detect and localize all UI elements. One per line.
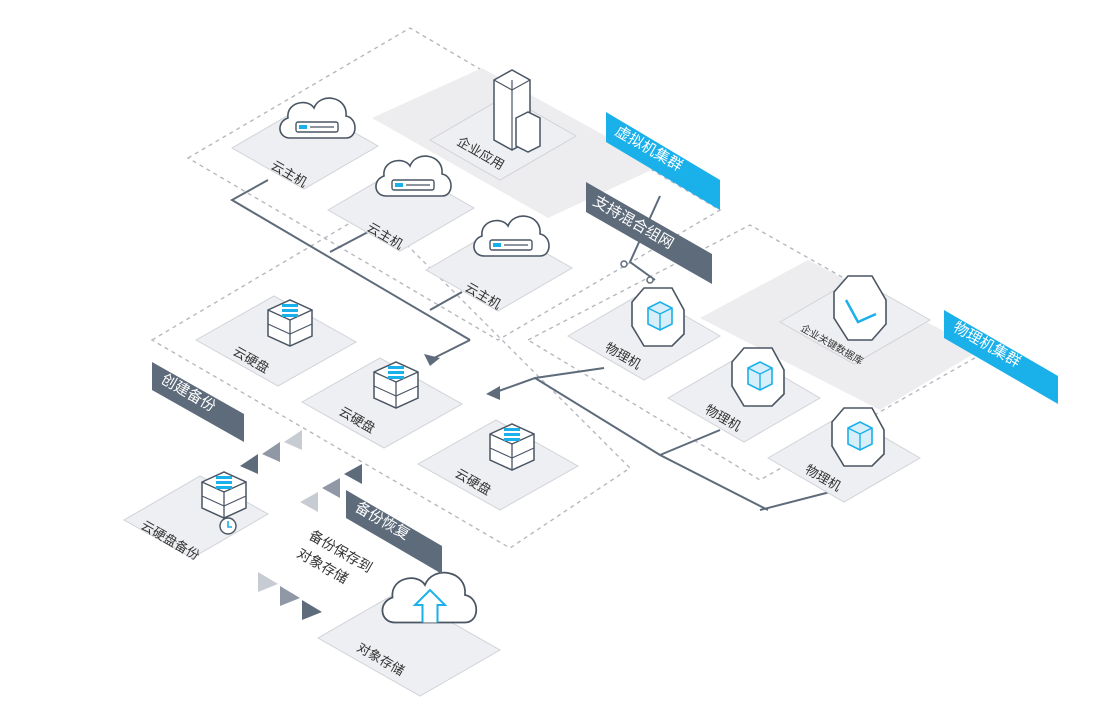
- physical-machine-tile-1[interactable]: 物理机: [567, 287, 721, 381]
- cloud-host-icon: [473, 215, 550, 257]
- object-storage-tile[interactable]: 对象存储: [316, 571, 502, 697]
- cloud-disk-tile-1[interactable]: 云硬盘: [194, 295, 358, 387]
- connector-lines: [229, 179, 831, 511]
- physical-machine-icon: [831, 407, 885, 467]
- cloud-host-tile-1[interactable]: 云主机: [230, 97, 380, 191]
- physical-machine-tile-2[interactable]: 物理机: [667, 347, 821, 443]
- restore-chevrons: [300, 464, 362, 512]
- tag-hybrid-network: 支持混合组网: [586, 182, 712, 284]
- backup-chevrons: [240, 430, 302, 474]
- arrow-heads: [424, 354, 500, 400]
- disk-backup-icon: [201, 471, 247, 535]
- cloud-disk-tile-2[interactable]: 云硬盘: [300, 357, 464, 449]
- physical-machine-icon: [631, 287, 685, 347]
- cloud-host-tile-2[interactable]: 云主机: [326, 155, 476, 253]
- physical-machine-icon: [731, 347, 785, 407]
- cloud-host-icon: [279, 97, 356, 139]
- backup-save-label: 备份保存到 对象存储: [294, 527, 375, 588]
- svg-text:支持混合组网: 支持混合组网: [590, 192, 677, 253]
- network-junction: [620, 260, 654, 284]
- disk-icon: [373, 361, 419, 409]
- database-icon: [833, 275, 887, 341]
- physical-machine-tile-3[interactable]: 物理机: [767, 407, 921, 503]
- cloud-host-tile-3[interactable]: 云主机: [424, 215, 574, 313]
- disk-icon: [267, 299, 313, 347]
- cloud-host-icon: [375, 155, 452, 197]
- disk-icon: [489, 423, 535, 471]
- disk-backup-tile[interactable]: 云硬盘备份: [122, 471, 270, 564]
- cloud-disk-tile-3[interactable]: 云硬盘: [416, 419, 580, 511]
- enterprise-app-tile[interactable]: 企业应用: [428, 69, 578, 181]
- tag-create-backup: 创建备份: [152, 362, 244, 442]
- zone-storage: [150, 209, 632, 549]
- object-storage-icon: [381, 571, 478, 624]
- save-chevrons: [258, 572, 322, 620]
- key-database-tile[interactable]: 企业关键数据库: [778, 275, 932, 368]
- building-icon: [493, 69, 541, 153]
